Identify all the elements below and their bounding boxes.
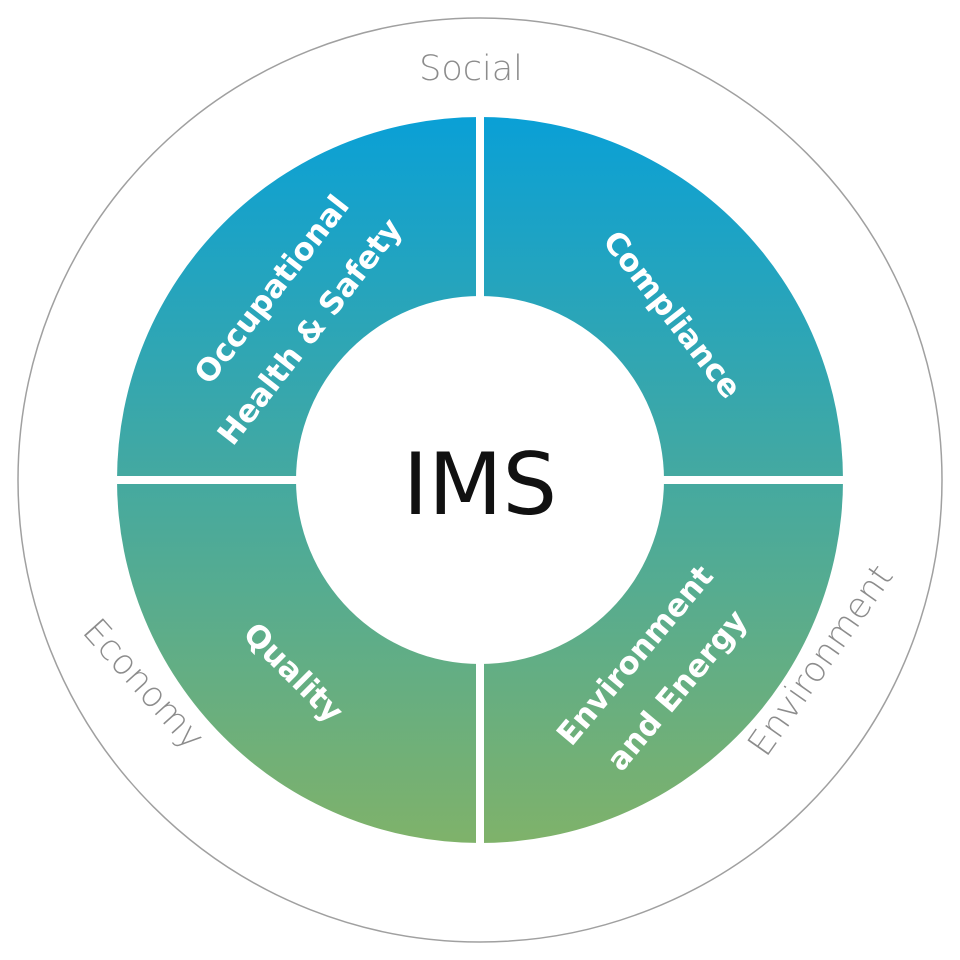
center-label-ims: IMS xyxy=(403,435,557,535)
outer-ring xyxy=(17,17,943,943)
horizontal-separator xyxy=(110,476,850,484)
outer-label-social: Social xyxy=(419,49,523,89)
